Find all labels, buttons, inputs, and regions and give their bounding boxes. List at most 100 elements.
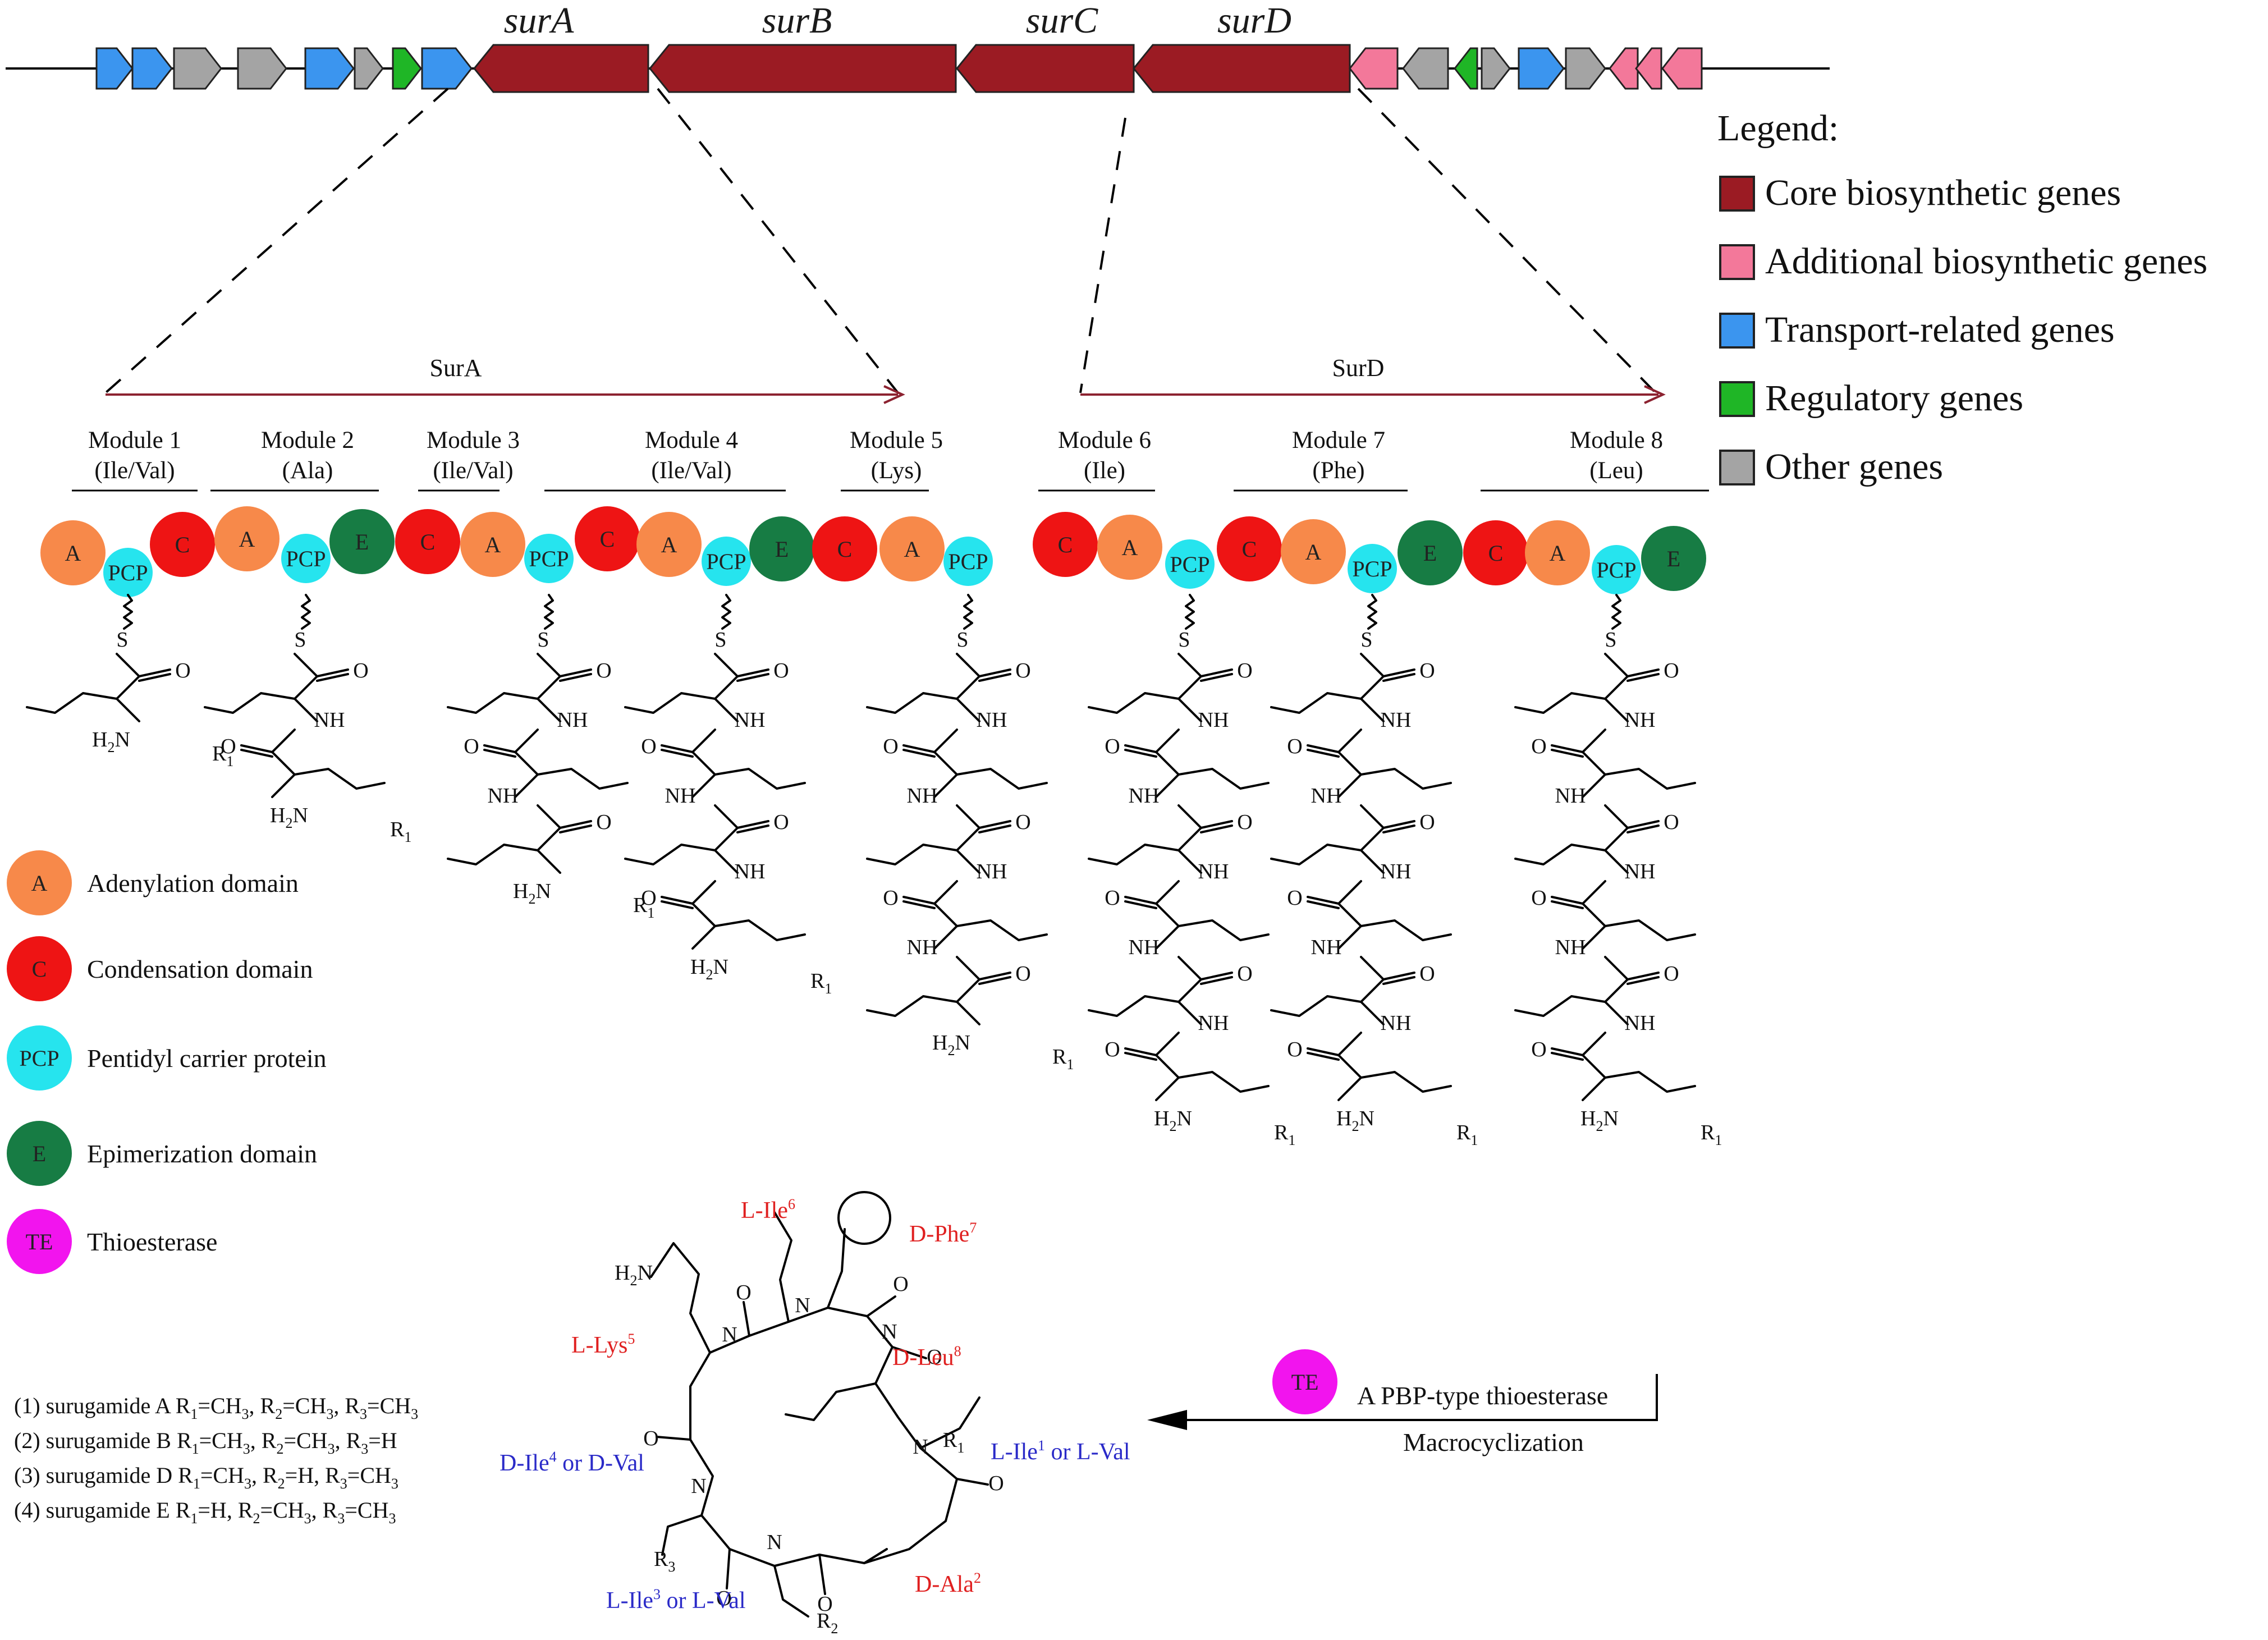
side-chain-bond [1604, 1071, 1696, 1093]
side-chain-bond [1604, 768, 1696, 790]
residue-label-red: L-Ile6​ [741, 1196, 795, 1224]
legend: Legend: Core biosynthetic genesAdditiona… [1717, 108, 2207, 487]
domain-label-pcp: PCP [1170, 552, 1209, 577]
carbonyl-bond [1200, 668, 1233, 677]
side-chain-bond [1088, 692, 1180, 714]
key-abbr-e: E [33, 1141, 46, 1166]
carbonyl-bond [138, 673, 171, 682]
backbone-bond [537, 653, 561, 722]
module-substrate-4: (Ile/Val) [651, 457, 731, 484]
domain-e [1398, 520, 1463, 585]
module-substrate-1: (Ile/Val) [94, 457, 175, 484]
domain-a [214, 506, 280, 571]
atom-nh: NH [735, 708, 766, 732]
side-chain-bond [1604, 919, 1696, 941]
gene-arrow-regulatory [1454, 47, 1478, 90]
atom-o: O [1531, 1038, 1546, 1061]
gene-arrow-other [237, 47, 287, 90]
side-chain-bond [447, 692, 539, 714]
legend-swatch-core [1719, 176, 1755, 212]
key-circle-c [7, 936, 72, 1001]
ring-carbonyl [656, 1436, 691, 1441]
atom-o: O [596, 810, 611, 834]
atom-n: N [691, 1474, 706, 1498]
carbonyl-bond [1382, 972, 1415, 981]
carbonyl-bond [1307, 1047, 1340, 1056]
atom-o: O [893, 1272, 908, 1296]
backbone-bond [933, 729, 958, 798]
carbonyl-bond [736, 673, 769, 682]
carbonyl-bond [1307, 896, 1340, 905]
carbonyl-bond [661, 744, 694, 753]
carbonyl-bond [661, 749, 694, 758]
gene-label-surD: surD [1217, 0, 1291, 41]
lys-side-chain [650, 1242, 711, 1354]
atom-nh: NH [1198, 708, 1229, 732]
carbonyl-bond [902, 896, 936, 905]
backbone-bond [956, 804, 980, 874]
atom-o: O [1287, 886, 1302, 910]
module-labels: Module 1(Ile/Val)Module 2(Ala)Module 3(I… [72, 427, 1709, 492]
carbonyl-bond [1382, 820, 1415, 829]
key-label-e: Epimerization domain [87, 1139, 317, 1168]
atom-o: O [773, 659, 789, 682]
domain-a [40, 520, 106, 585]
module-name-4: Module 4 [645, 427, 738, 453]
thioesterase-step: TE A PBP-type thioesterase Macrocyclizat… [1147, 1349, 1658, 1456]
carbonyl-bond [978, 976, 1011, 985]
side-chain-bond [714, 919, 806, 941]
domain-label-c: C [175, 532, 190, 557]
carbonyl-bond [483, 744, 516, 753]
atom-o: O [736, 1281, 751, 1304]
carbonyl-bond [1626, 972, 1660, 981]
residue-label-red: D-Phe7​ [909, 1220, 977, 1247]
domain-a [460, 512, 525, 577]
side-chain-bond [1514, 844, 1606, 865]
sura-arrow-head [883, 385, 905, 404]
atom-r1: R1​ [943, 1428, 964, 1456]
ile4-side-chain [661, 1514, 703, 1556]
side-chain-bond [624, 844, 716, 865]
gene-arrow-other [1402, 47, 1449, 90]
backbone-bond [1360, 653, 1385, 722]
atom-r1: R1​ [390, 818, 411, 845]
backbone-bond [116, 653, 140, 722]
backbone-bond [514, 729, 539, 798]
thioester-link [721, 594, 731, 630]
atom-o: O [641, 735, 656, 758]
carbonyl-bond [1626, 668, 1660, 677]
carbonyl-bond [1307, 900, 1340, 909]
ring-carbonyl [866, 1295, 896, 1317]
legend-label-other: Other genes [1765, 446, 1943, 487]
key-abbr-te: TE [26, 1229, 53, 1254]
side-chain-bond [1177, 1071, 1270, 1093]
atom-nh: NH [1625, 860, 1656, 883]
atom-n: N [767, 1531, 782, 1554]
ring-carbonyl [743, 1301, 750, 1337]
domain-label-e: E [1667, 546, 1680, 571]
atom-nh: NH [1555, 936, 1586, 959]
atom-s: S [537, 628, 549, 652]
atom-nh: NH [557, 708, 588, 732]
atom-r1: R1​ [810, 969, 832, 997]
carbonyl-bond [661, 896, 694, 905]
domain-e [749, 516, 814, 581]
legend-label-core: Core biosynthetic genes [1765, 172, 2121, 213]
atom-nh: NH [314, 708, 345, 732]
carbonyl-bond [1626, 820, 1660, 829]
module-substrate-3: (Ile/Val) [433, 457, 513, 484]
compound-1: (1) surugamide A R1​=CH3​, R2​=CH3​, R3​… [14, 1393, 418, 1422]
macrocyclization-label: Macrocyclization [1403, 1428, 1584, 1456]
atom-r1: R1​ [633, 894, 654, 921]
carbonyl-bond [736, 820, 769, 829]
atom-nh: NH [488, 784, 519, 808]
domain-c [812, 516, 877, 581]
te-circle-label: TE [1291, 1369, 1319, 1395]
atom-o: O [464, 735, 479, 758]
carbonyl-bond [1200, 972, 1233, 981]
thioester-link [1367, 594, 1377, 630]
gene-arrow-transport [95, 47, 134, 90]
atom-r2: R2​ [817, 1609, 838, 1637]
atom-o: O [1419, 659, 1435, 682]
